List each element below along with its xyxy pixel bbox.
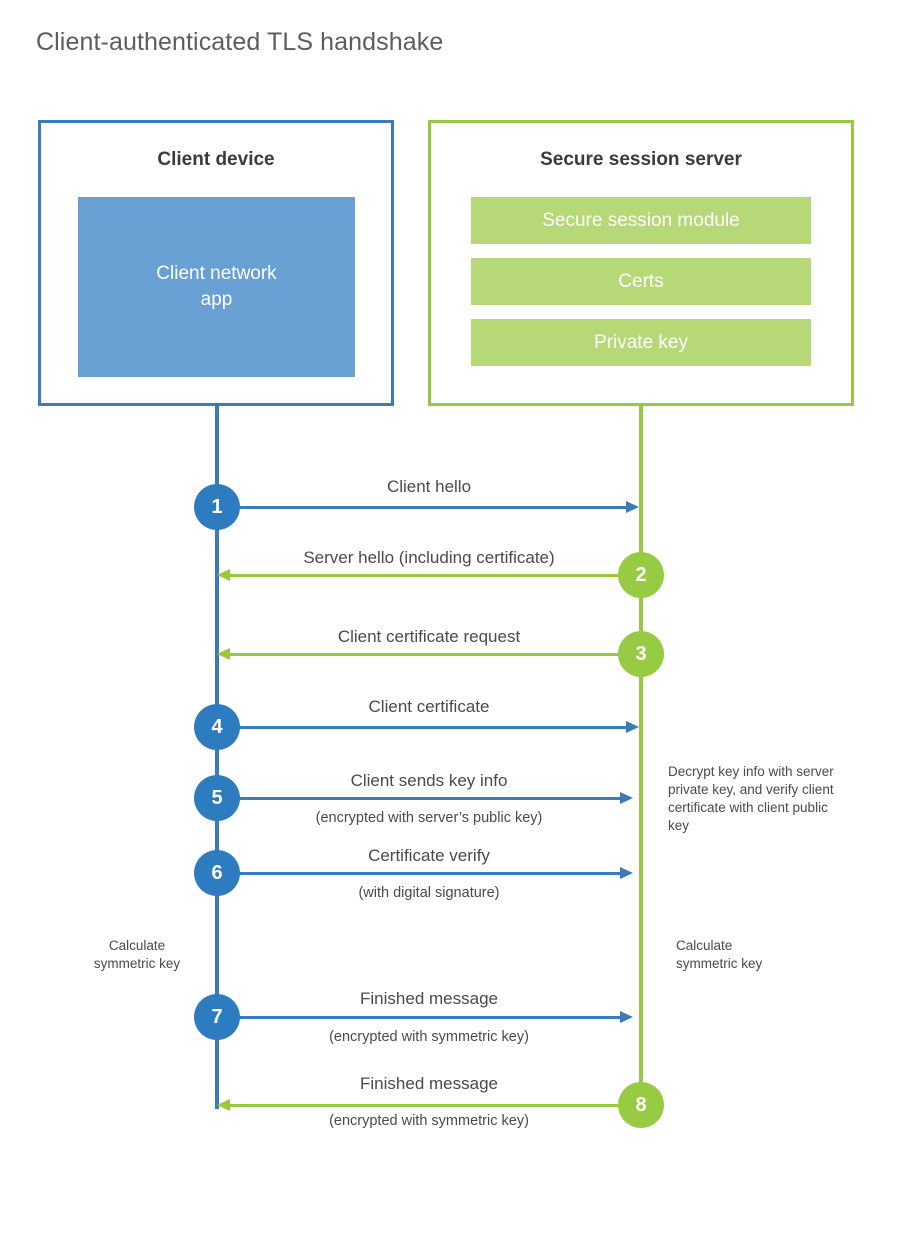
step-6-arrow-head-icon (620, 867, 633, 879)
client-network-app-label: Client network app (156, 261, 276, 313)
client-device-title: Client device (157, 149, 275, 170)
server-component-list: Secure session module Certs Private key (471, 197, 811, 380)
server-calculate-note-line2: symmetric key (676, 956, 763, 971)
step-5-badge[interactable]: 5 (194, 775, 240, 821)
step-6-label: Certificate verify (368, 846, 490, 865)
step-3-label: Client certificate request (337, 627, 521, 646)
step-2-label: Server hello (including certificate) (303, 548, 555, 567)
client-network-app-block: Client network app (78, 197, 355, 377)
server-decrypt-note: Decrypt key info with server private key… (668, 764, 834, 833)
step-3-arrow-line (230, 653, 640, 656)
server-calculate-note-line1: Calculate (676, 938, 733, 953)
server-component-secure-session-module: Secure session module (471, 197, 811, 244)
step-8-arrow-line (230, 1104, 640, 1107)
server-component-certs: Certs (471, 258, 811, 305)
page-title: Client-authenticated TLS handshake (36, 28, 444, 56)
client-calculate-symmetric-key-note: Calculate symmetric key (62, 937, 212, 973)
step-4-badge[interactable]: 4 (194, 704, 240, 750)
step-6-sublabel: (with digital signature) (358, 885, 500, 901)
step-8-badge[interactable]: 8 (618, 1082, 664, 1128)
step-8-sublabel: (encrypted with symmetric key) (329, 1113, 529, 1129)
step-1-badge[interactable]: 1 (194, 484, 240, 530)
secure-session-server-box: Secure session server Secure session mod… (428, 120, 854, 406)
step-5-sublabel: (encrypted with server’s public key) (315, 810, 543, 826)
step-6-badge[interactable]: 6 (194, 850, 240, 896)
server-calculate-symmetric-key-note: Calculate symmetric key (676, 937, 836, 973)
step-3-badge[interactable]: 3 (618, 631, 664, 677)
step-8-arrow-head-icon (217, 1099, 230, 1111)
step-2-arrow-head-icon (217, 569, 230, 581)
step-7-sublabel: (encrypted with symmetric key) (329, 1029, 529, 1045)
step-2-badge[interactable]: 2 (618, 552, 664, 598)
step-1-arrow-head-icon (626, 501, 639, 513)
client-app-label-line2: app (200, 289, 233, 310)
client-app-label-line1: Client network (156, 263, 277, 284)
step-1-arrow-line (217, 506, 627, 509)
secure-session-server-title: Secure session server (540, 149, 742, 170)
step-7-badge[interactable]: 7 (194, 994, 240, 1040)
step-3-arrow-head-icon (217, 648, 230, 660)
client-device-box: Client device Client network app (38, 120, 394, 406)
step-5-label: Client sends key info (350, 771, 508, 790)
step-7-arrow-head-icon (620, 1011, 633, 1023)
step-8-label: Finished message (360, 1074, 498, 1093)
client-calculate-note-line2: symmetric key (93, 956, 181, 971)
server-component-private-key: Private key (471, 319, 811, 366)
step-5-arrow-head-icon (620, 792, 633, 804)
client-calculate-note-line1: Calculate (108, 938, 166, 953)
step-7-label: Finished message (360, 989, 498, 1008)
server-lifeline (639, 403, 643, 1109)
step-7-arrow-line (217, 1016, 621, 1019)
step-4-arrow-line (217, 726, 627, 729)
step-2-arrow-line (230, 574, 640, 577)
client-lifeline (215, 403, 219, 1109)
step-5-arrow-line (217, 797, 621, 800)
step-1-label: Client hello (386, 477, 472, 496)
step-4-arrow-head-icon (626, 721, 639, 733)
step-6-arrow-line (217, 872, 621, 875)
step-4-label: Client certificate (368, 697, 490, 716)
